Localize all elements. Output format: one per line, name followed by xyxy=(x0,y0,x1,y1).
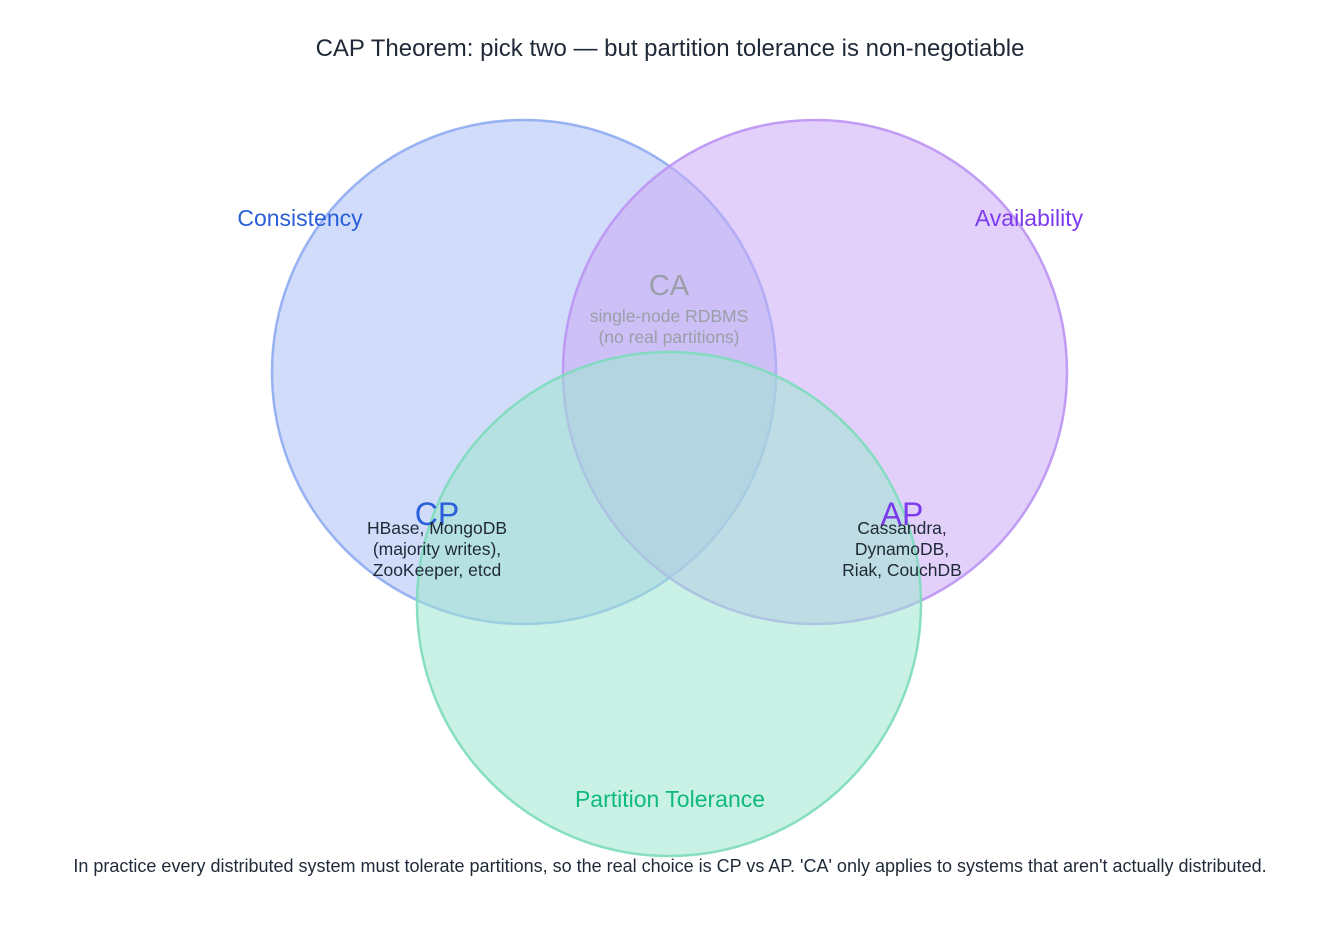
partition-tolerance-label: Partition Tolerance xyxy=(575,786,765,812)
page-title: CAP Theorem: pick two — but partition to… xyxy=(316,35,1025,62)
ap-region-example: Cassandra, xyxy=(857,518,947,538)
ca-region-example: single-node RDBMS xyxy=(590,306,749,326)
cp-region: CP HBase, MongoDB (majority writes), Zoo… xyxy=(367,496,507,580)
ap-region-example: DynamoDB, xyxy=(855,539,949,559)
footnote: In practice every distributed system mus… xyxy=(73,856,1266,876)
cp-region-example: ZooKeeper, etcd xyxy=(373,560,501,580)
ap-region: AP Cassandra, DynamoDB, Riak, CouchDB xyxy=(842,496,962,580)
ap-region-code: AP xyxy=(881,496,924,532)
partition-tolerance-circle xyxy=(415,350,923,858)
cp-region-example: (majority writes), xyxy=(373,539,501,559)
consistency-label: Consistency xyxy=(237,205,363,231)
ca-region: CA single-node RDBMS (no real partitions… xyxy=(590,270,749,347)
availability-label: Availability xyxy=(975,205,1084,231)
cp-region-code: CP xyxy=(415,496,459,532)
ca-region-example: (no real partitions) xyxy=(598,327,739,347)
ap-region-example: Riak, CouchDB xyxy=(842,560,962,580)
venn-circles xyxy=(270,118,1069,858)
ca-region-code: CA xyxy=(649,270,690,302)
cp-region-example: HBase, MongoDB xyxy=(367,518,507,538)
